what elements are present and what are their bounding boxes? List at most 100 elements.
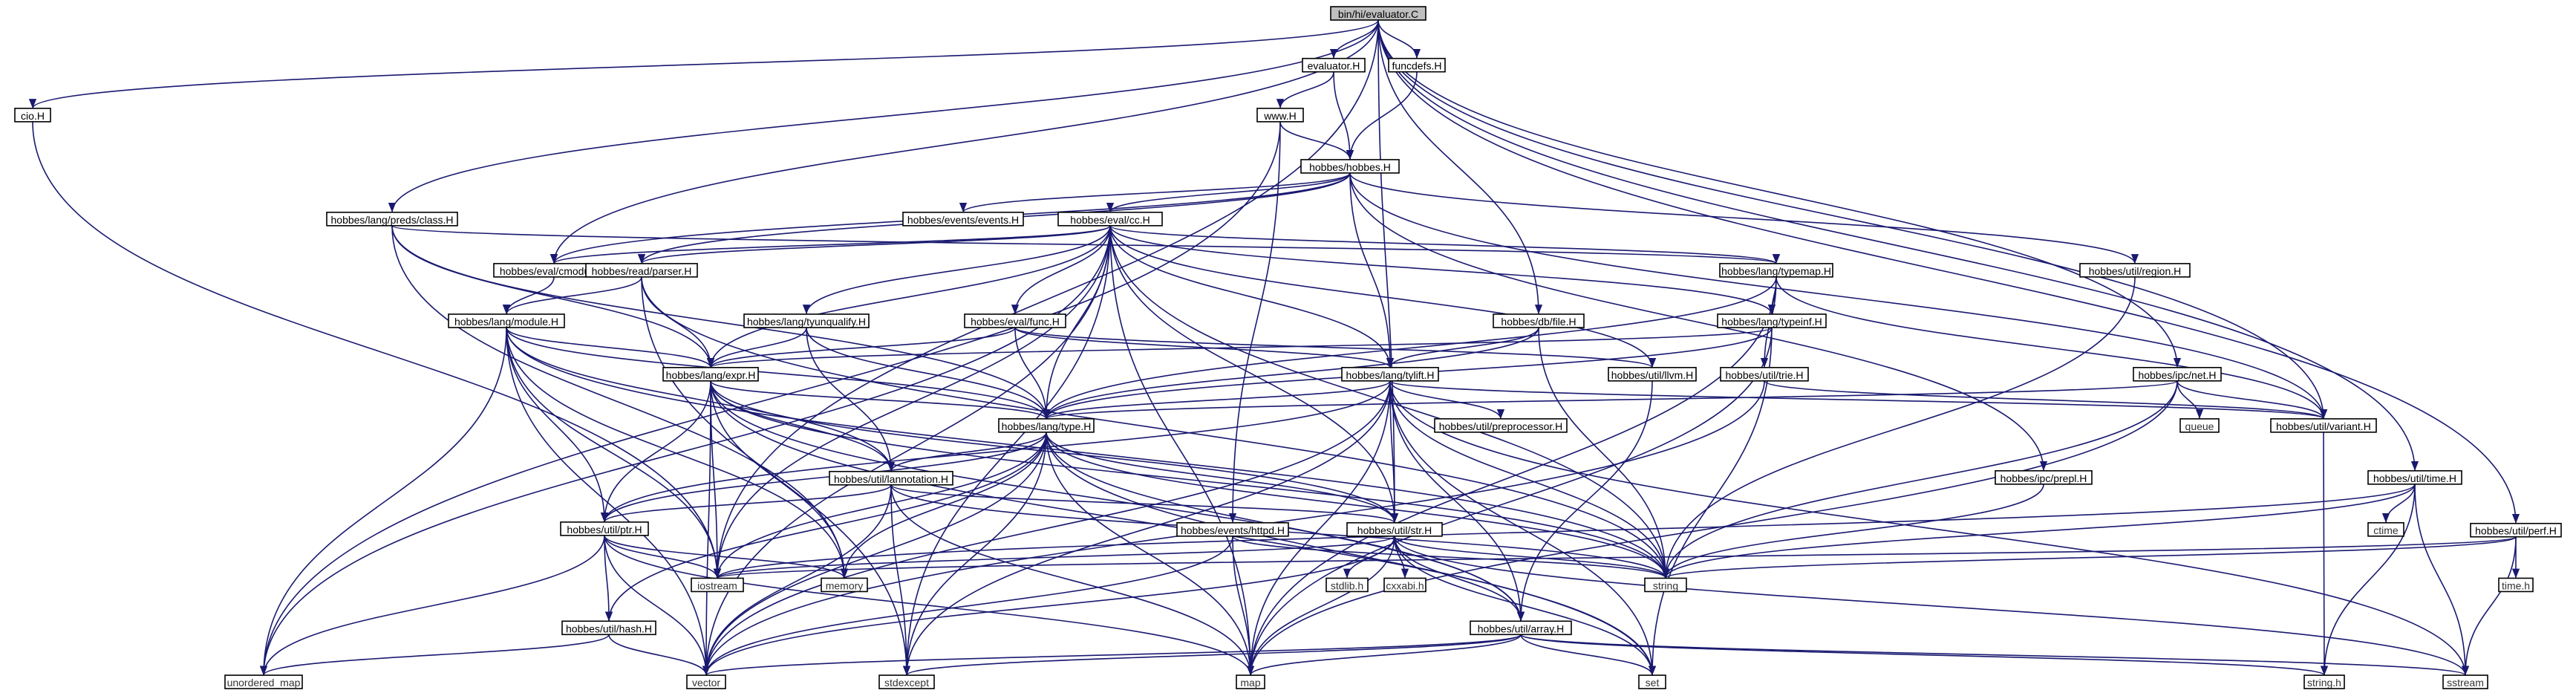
edge-tylift-to-type	[1043, 380, 1391, 420]
node-label: hobbes/lang/typemap.H	[1721, 265, 1831, 277]
node-parser[interactable]: hobbes/read/parser.H	[585, 263, 698, 278]
edge-array-to-stdexcept	[903, 634, 1522, 676]
node-array[interactable]: hobbes/util/array.H	[1470, 620, 1572, 636]
node-hobbes[interactable]: hobbes/hobbes.H	[1300, 159, 1400, 174]
node-box	[1341, 367, 1439, 382]
node-hash[interactable]: hobbes/util/hash.H	[561, 620, 656, 636]
node-events[interactable]: hobbes/events/events.H	[902, 212, 1024, 227]
node-box	[1326, 577, 1369, 593]
node-box	[964, 313, 1066, 328]
node-vector[interactable]: vector	[686, 674, 726, 689]
edge-httpd-to-string	[1232, 536, 1669, 579]
node-stdexcept[interactable]: stdexcept	[878, 674, 935, 689]
nodes: bin/hi/evaluator.C cio.H evaluator.H funcde…	[14, 6, 2562, 689]
node-ctime[interactable]: ctime	[2367, 522, 2404, 537]
node-httpd[interactable]: hobbes/events/httpd.H	[1176, 522, 1289, 537]
node-funcdefs[interactable]: funcdefs.H	[1388, 57, 1446, 73]
edge-type-to-annot	[887, 432, 1047, 472]
edge-net-to-type	[1043, 380, 2178, 420]
edge-ustr-to-vector	[702, 536, 1395, 676]
node-annot[interactable]: hobbes/util/lannotation.H	[829, 470, 953, 486]
node-typemap[interactable]: hobbes/lang/typemap.H	[1719, 263, 1833, 278]
node-prepl[interactable]: hobbes/ipc/prepl.H	[1995, 470, 2093, 485]
node-box	[1434, 418, 1568, 433]
node-map[interactable]: map	[1236, 674, 1265, 689]
node-sstream[interactable]: sstream	[2442, 674, 2488, 689]
node-memory[interactable]: memory	[821, 577, 868, 593]
node-evalcc[interactable]: hobbes/eval/cc.H	[1057, 212, 1163, 227]
node-module[interactable]: hobbes/lang/module.H	[448, 313, 565, 328]
edge-hobbes-to-evalcc	[1106, 172, 1351, 213]
node-set[interactable]: set	[1638, 674, 1666, 689]
node-cio[interactable]: cio.H	[14, 108, 51, 123]
node-box	[1638, 674, 1666, 689]
edge-ptr-to-iostream	[604, 535, 722, 579]
node-box	[2367, 522, 2404, 537]
node-queue[interactable]: queue	[2179, 418, 2220, 433]
edge-tylift-to-sstream	[1389, 380, 2470, 676]
edge-tyunq-to-annot	[806, 327, 896, 472]
edge-annot-to-ustr	[890, 484, 1398, 524]
edge-preds-to-memory	[391, 225, 849, 579]
node-utime[interactable]: hobbes/util/time.H	[2367, 470, 2462, 485]
node-trie[interactable]: hobbes/util/trie.H	[1720, 367, 1809, 382]
node-expr[interactable]: hobbes/lang/expr.H	[662, 367, 759, 382]
edge-ustr-to-array	[1394, 536, 1525, 622]
node-label: string.h	[2307, 677, 2341, 689]
node-region[interactable]: hobbes/util/region.H	[2079, 263, 2191, 278]
edge-type-to-iostream	[713, 432, 1047, 579]
edge-tylift-to-map	[1246, 380, 1391, 676]
node-func[interactable]: hobbes/eval/func.H	[964, 313, 1066, 328]
node-label: hobbes/eval/cmodule.H	[500, 265, 608, 277]
node-stdlib[interactable]: stdlib.h	[1326, 577, 1369, 593]
edge-type-to-stdexcept	[902, 432, 1047, 676]
node-label: hobbes/ipc/prepl.H	[2001, 472, 2087, 484]
node-dbfile[interactable]: hobbes/db/file.H	[1493, 313, 1585, 328]
edge-root-to-cmodule	[550, 19, 1379, 264]
edge-module-to-string	[506, 327, 1670, 579]
node-box	[829, 470, 953, 486]
node-root[interactable]: bin/hi/evaluator.C	[1330, 6, 1426, 21]
node-ptr[interactable]: hobbes/util/ptr.H	[560, 521, 649, 536]
node-stringh[interactable]: string.h	[2303, 674, 2345, 689]
node-preds[interactable]: hobbes/lang/preds/class.H	[326, 212, 458, 227]
node-cxxabi[interactable]: cxxabi.h	[1383, 577, 1426, 593]
node-label: memory	[826, 579, 864, 591]
node-tyunq[interactable]: hobbes/lang/tyunqualify.H	[743, 313, 870, 328]
edge-annot-to-stdexcept	[890, 484, 911, 676]
node-preproc[interactable]: hobbes/util/preprocessor.H	[1434, 418, 1568, 433]
node-cmodule[interactable]: hobbes/eval/cmodule.H	[493, 263, 615, 278]
node-www[interactable]: www.H	[1256, 108, 1304, 123]
edge-tylift-to-string	[1389, 380, 1670, 579]
node-evaluatorH[interactable]: evaluator.H	[1302, 57, 1366, 73]
node-box	[2498, 577, 2534, 593]
node-net[interactable]: hobbes/ipc/net.H	[2133, 367, 2222, 382]
edge-module-to-vector	[506, 327, 711, 676]
node-typeinf[interactable]: hobbes/lang/typeinf.H	[1717, 313, 1827, 328]
node-iostream[interactable]: iostream	[691, 577, 744, 593]
edge-typemap-to-variant	[1776, 276, 2328, 419]
node-tylift[interactable]: hobbes/lang/tylift.H	[1341, 367, 1439, 382]
edge-typeinf-to-expr	[707, 327, 1773, 368]
node-umap[interactable]: unordered_map	[224, 674, 303, 689]
node-perf[interactable]: hobbes/util/perf.H	[2470, 522, 2562, 538]
edge-root-to-ustr	[1377, 19, 1399, 523]
edge-array-to-sstream	[1520, 634, 2469, 676]
node-type[interactable]: hobbes/lang/type.H	[998, 418, 1095, 433]
edge-www-to-hobbes	[1279, 121, 1354, 160]
node-llvm[interactable]: hobbes/util/llvm.H	[1608, 367, 1697, 382]
node-box	[821, 577, 868, 593]
node-string[interactable]: string	[1644, 577, 1687, 593]
node-label: unordered_map	[227, 677, 301, 689]
edge-root-to-iostream	[713, 19, 1379, 579]
node-variant[interactable]: hobbes/util/variant.H	[2270, 418, 2377, 433]
edge-parser-to-stdexcept	[641, 276, 911, 676]
edge-net-to-queue	[2176, 380, 2204, 419]
edge-typemap-to-map	[1246, 276, 1777, 676]
node-timeh[interactable]: time.h	[2498, 577, 2534, 593]
node-box	[2303, 674, 2345, 689]
edge-evalcc-to-llvm	[1109, 225, 1657, 368]
node-ustr[interactable]: hobbes/util/str.H	[1346, 522, 1443, 537]
edge-hobbes-to-tylift	[1349, 172, 1395, 368]
edge-parser-to-module	[502, 276, 642, 315]
